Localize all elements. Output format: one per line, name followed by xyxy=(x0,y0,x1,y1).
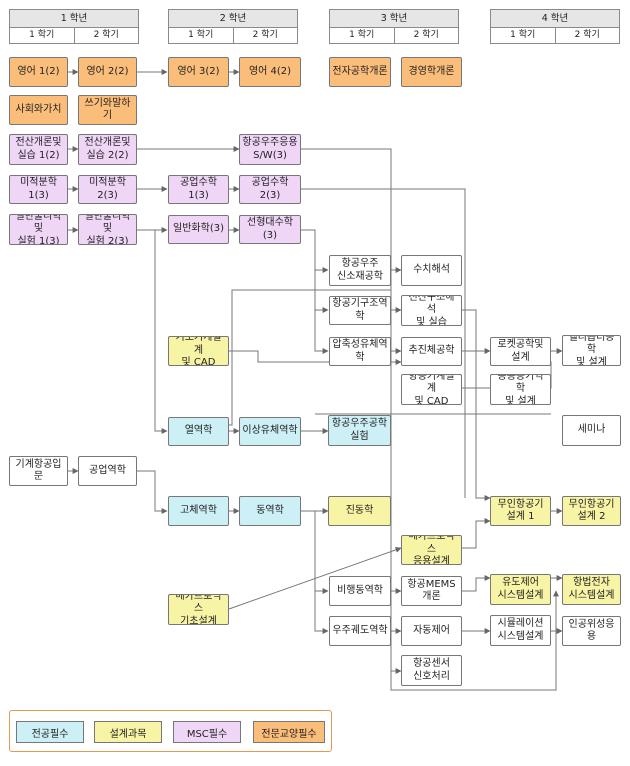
legend-design-course: 설계과목 xyxy=(94,721,162,743)
arrow-mems-guidance xyxy=(462,575,491,592)
arrow-to-compressible xyxy=(314,310,329,354)
year-4-header: 4 학년 1 학기 2 학기 xyxy=(490,9,620,44)
course-mechatronics-basic-design[interactable]: 메카트로닉스 기초설계 xyxy=(168,594,229,625)
course-eng-math-2[interactable]: 공업수학 2(3) xyxy=(239,175,301,204)
year-2-header: 2 학년 1 학기 2 학기 xyxy=(168,9,298,44)
year-3-header: 3 학년 1 학기 2 학기 xyxy=(329,9,459,44)
course-simulation-design[interactable]: 시뮬레이션 시스템설계 xyxy=(490,615,551,646)
course-seminar[interactable]: 세미나 xyxy=(562,415,621,446)
year-1-header: 1 학년 1 학기 2 학기 xyxy=(9,9,139,44)
course-orbital-mechanics[interactable]: 우주궤도역학 xyxy=(329,616,391,646)
course-english-2[interactable]: 영어 2(2) xyxy=(78,57,137,87)
semester-2: 2 학기 xyxy=(413,30,439,40)
course-vibration[interactable]: 진동학 xyxy=(328,496,391,526)
arrow-swaero-long xyxy=(301,148,559,691)
course-intro-electronics[interactable]: 전자공학개론 xyxy=(329,57,391,87)
semester-1: 1 학기 xyxy=(10,28,75,43)
year-title: 4 학년 xyxy=(491,10,619,28)
course-aero-structures[interactable]: 항공기구조역학 xyxy=(329,296,391,325)
course-aero-software[interactable]: 항공우주응용 S/W(3) xyxy=(239,134,301,165)
course-aero-lab[interactable]: 항공우주공학 실험 xyxy=(328,415,391,446)
course-solid-mechanics[interactable]: 고체역학 xyxy=(168,496,229,526)
course-mechatronics-applied-design[interactable]: 메카트로닉스 응용설계 xyxy=(401,535,462,565)
course-guidance-control-design[interactable]: 유도제어 시스템설계 xyxy=(490,574,551,605)
semester-2: 2 학기 xyxy=(574,30,600,40)
semester-1: 1 학기 xyxy=(330,28,395,43)
arrow-to-orbit xyxy=(314,591,329,634)
course-society-values[interactable]: 사회와가치 xyxy=(9,95,68,125)
course-flight-dynamics[interactable]: 비행동역학 xyxy=(329,576,391,606)
arrow-mecha-uav xyxy=(462,518,491,549)
course-numerical-analysis[interactable]: 수치해석 xyxy=(401,255,462,286)
year-title: 3 학년 xyxy=(330,10,458,28)
course-calculus-1[interactable]: 미적분학 1(3) xyxy=(9,175,68,204)
course-compressible-fluids[interactable]: 압축성유체역학 xyxy=(329,337,391,366)
line-engmath2-main xyxy=(301,188,466,498)
legend-msc-required: MSC필수 xyxy=(173,721,241,743)
course-engineering-mechanics[interactable]: 공업역학 xyxy=(78,456,137,486)
course-english-4[interactable]: 영어 4(2) xyxy=(239,57,301,87)
course-aero-mems[interactable]: 항공MEMS개론 xyxy=(401,576,462,606)
course-intro-management[interactable]: 경영학개론 xyxy=(401,57,462,87)
course-computing-1[interactable]: 전산개론및 실습 1(2) xyxy=(9,134,68,165)
course-english-3[interactable]: 영어 3(2) xyxy=(168,57,229,87)
semester-2: 2 학기 xyxy=(93,30,119,40)
course-basic-machine-design[interactable]: 기초기계설계 및 CAD xyxy=(168,336,229,366)
year-title: 1 학년 xyxy=(10,10,138,28)
legend-liberal-required: 전문교양필수 xyxy=(253,721,325,743)
legend: 전공필수 설계과목 MSC필수 전문교양필수 xyxy=(9,710,332,752)
course-aero-sensor-signal[interactable]: 항공센서 신호처리 xyxy=(401,655,462,686)
course-propulsion[interactable]: 추진체공학 xyxy=(401,337,462,366)
arrow-compstruct-branch xyxy=(462,309,491,501)
arrow-linalg-branch xyxy=(301,229,329,273)
course-calculus-2[interactable]: 미적분학 2(3) xyxy=(78,175,137,204)
year-title: 2 학년 xyxy=(169,10,297,28)
semester-1: 1 학기 xyxy=(491,28,556,43)
arrow-to-thermo xyxy=(154,230,168,434)
course-computing-2[interactable]: 전산개론및 실습 2(2) xyxy=(78,134,137,165)
semester-1: 1 학기 xyxy=(169,28,234,43)
arrow-orbit-sensor xyxy=(390,631,402,674)
course-intro-mech-aero[interactable]: 기계항공입문 xyxy=(9,456,68,486)
course-rocket-design[interactable]: 로켓공학및설계 xyxy=(490,337,551,366)
course-thermodynamics[interactable]: 열역학 xyxy=(168,417,229,446)
line-thermo-top xyxy=(229,289,391,426)
course-eng-math-1[interactable]: 공업수학 1(3) xyxy=(168,175,229,204)
course-english-1[interactable]: 영어 1(2) xyxy=(9,57,68,87)
course-dynamics[interactable]: 동역학 xyxy=(239,496,301,526)
arrow-to-flightdyn xyxy=(314,511,329,594)
course-writing-speaking[interactable]: 쓰기와말하기 xyxy=(78,95,137,125)
course-uav-design-1[interactable]: 무인항공기 설계 1 xyxy=(490,496,551,526)
course-physics-1[interactable]: 일반물리학및 실험 1(3) xyxy=(9,214,68,245)
course-uav-design-2[interactable]: 무인항공기 설계 2 xyxy=(562,496,621,526)
course-linear-algebra[interactable]: 선형대수학(3) xyxy=(239,215,301,244)
course-computational-structures[interactable]: 전산구조해석 및 실습 xyxy=(401,295,462,326)
legend-major-required: 전공필수 xyxy=(16,721,84,743)
course-applied-aerodynamics[interactable]: 응용공기역학 및 설계 xyxy=(490,374,551,405)
course-chemistry[interactable]: 일반화학(3) xyxy=(168,215,229,244)
course-aircraft-design[interactable]: 항공기계설계 및 CAD xyxy=(401,374,462,405)
arrow-engmech-solid xyxy=(137,470,168,514)
course-aero-materials[interactable]: 항공우주 신소재공학 xyxy=(329,255,391,286)
course-satellite-applications[interactable]: 인공위성응용 xyxy=(562,616,621,646)
course-helicopter-design[interactable]: 헬리콥터공학 및 설계 xyxy=(562,335,621,366)
course-avionics-design[interactable]: 항법전자 시스템설계 xyxy=(562,574,621,605)
course-physics-2[interactable]: 일반물리학및 실험 2(3) xyxy=(78,214,137,245)
course-automatic-control[interactable]: 자동제어 xyxy=(401,616,462,646)
semester-2: 2 학기 xyxy=(252,30,278,40)
course-ideal-fluids[interactable]: 이상유체역학 xyxy=(239,417,301,446)
